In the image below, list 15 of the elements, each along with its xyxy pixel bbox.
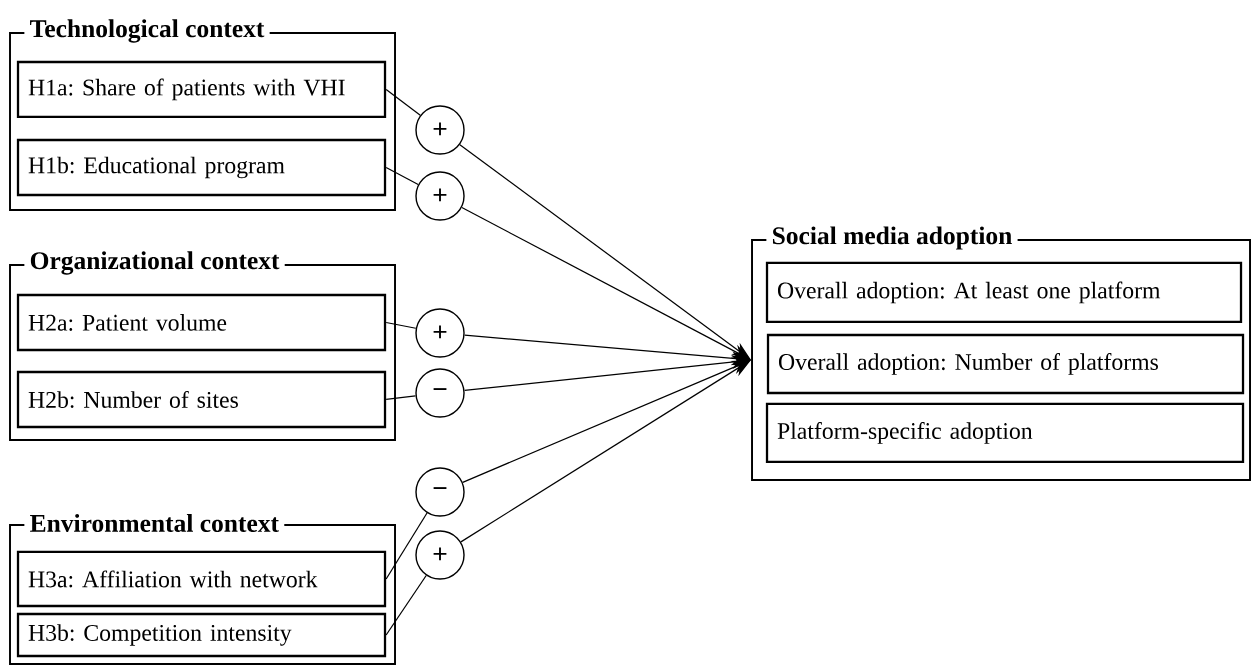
connector-line [385,166,419,186]
connector-line [385,512,428,580]
hypothesis-box: H2a: Patient volume [16,293,387,352]
connector-line [385,88,421,116]
hypothesis-box: H1b: Educational program [16,138,387,197]
hypothesis-box: Overall adoption: Number of platforms [766,333,1245,395]
connector-line [385,574,427,636]
hypothesis-box: H2b: Number of sites [16,370,387,429]
hypothesis-box: H3a: Affiliation with network [16,550,387,608]
hypothesis-box: H3b: Competition intensity [16,612,387,658]
hypothesis-box: Platform-specific adoption [765,402,1245,464]
hypothesis-box: Overall adoption: At least one platform [765,261,1243,324]
connector-line [385,395,417,401]
connector-line [385,321,417,329]
hypothesis-box: H1a: Share of patients with VHI [16,60,387,119]
